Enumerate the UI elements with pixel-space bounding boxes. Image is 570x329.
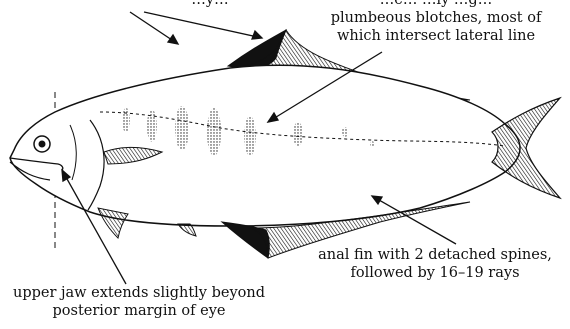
blotch-5 (244, 116, 256, 156)
blotches-label-line-1: …e… …ly …g… (302, 0, 570, 9)
upper-jaw-label-line-1: upper jaw extends slightly beyond (0, 284, 284, 302)
arrow-dorsal-2 (144, 12, 262, 38)
blotch-3 (175, 106, 189, 150)
blotch-1 (122, 108, 130, 132)
anal-fin-label-line-1: anal fin with 2 detached spines, (300, 246, 570, 264)
blotch-7 (342, 127, 348, 137)
caudal-fin (492, 98, 560, 198)
blotches-label-line-3: which intersect lateral line (302, 27, 570, 45)
blotch-8 (370, 141, 374, 147)
anal-fin-label-line-2: followed by 16–19 rays (300, 264, 570, 282)
upper-jaw-label-line-2: posterior margin of eye (0, 302, 284, 320)
eye-pupil (39, 141, 46, 148)
blotches-label: …e… …ly …g… plumbeous blotches, most of … (302, 0, 570, 45)
blotch-4 (207, 108, 221, 156)
anal-fin-label: anal fin with 2 detached spines, followe… (300, 246, 570, 282)
blotch-2 (147, 110, 157, 142)
fish-body (10, 65, 520, 226)
blotches-label-line-2: plumbeous blotches, most of (302, 9, 570, 27)
blotch-6 (293, 122, 303, 146)
upper-jaw-label: upper jaw extends slightly beyond poster… (0, 284, 284, 320)
